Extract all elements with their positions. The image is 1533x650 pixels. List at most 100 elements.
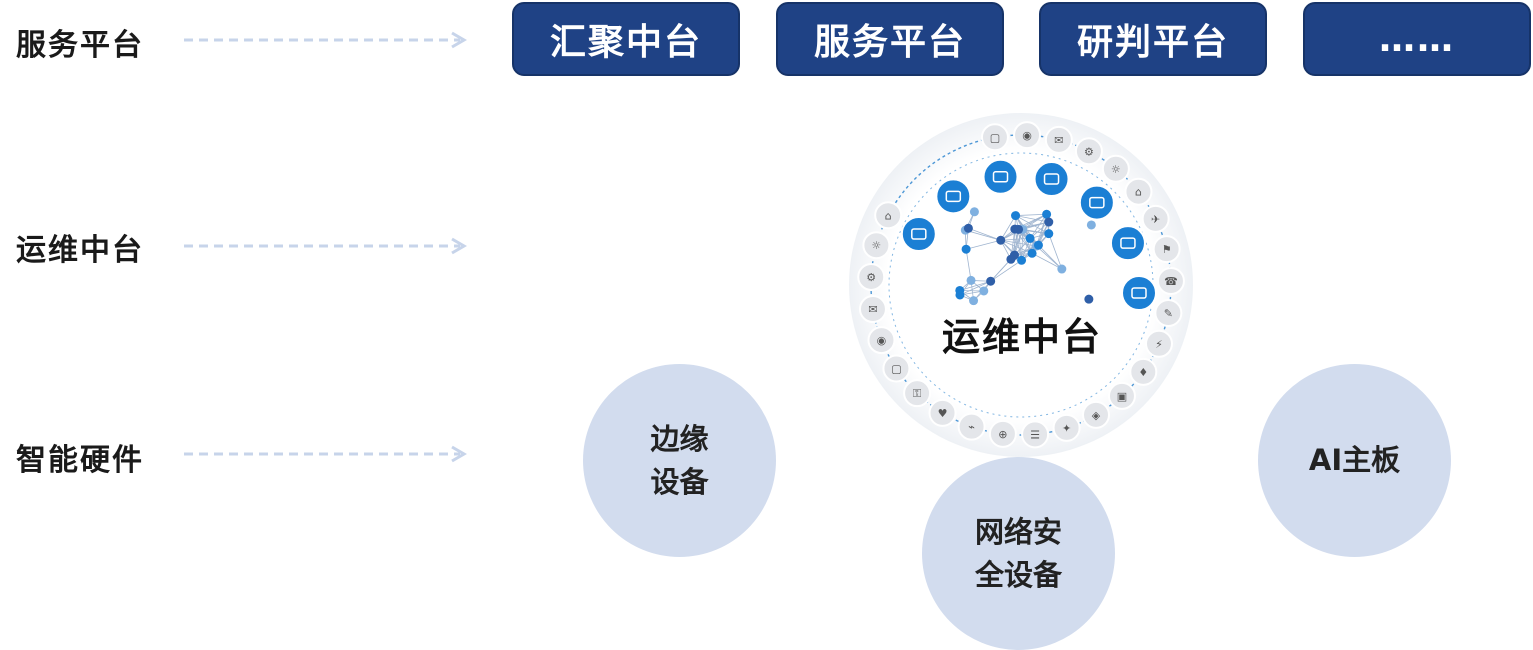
network-node — [1086, 220, 1096, 230]
device-glyph-icon: ✈ — [1151, 213, 1160, 226]
row-arrow-hardware — [184, 445, 467, 463]
hardware-ai-line1: AI主板 — [1308, 443, 1401, 478]
platform-service-button[interactable]: 服务平台 — [776, 2, 1004, 76]
device-node-icon — [1052, 413, 1081, 442]
network-node — [1006, 254, 1016, 264]
device-node-icon — [903, 379, 932, 408]
device-node-icon — [1107, 381, 1136, 410]
network-node — [955, 290, 965, 300]
network-link — [1000, 215, 1016, 241]
row-label-hardware: 智能硬件 — [16, 443, 144, 478]
device-node-blue-icon — [1109, 225, 1146, 262]
device-screen-icon — [945, 190, 962, 203]
device-node-icon — [1074, 137, 1103, 166]
device-screen-icon — [1131, 287, 1147, 299]
ops-hub-graphic: ▢◉✉⚙☼⌂✈⚑☎✎⚡♦▣◈✦☰⊕⌁♥⚿▢◉✉⚙☼⌂ — [849, 113, 1193, 457]
network-node — [986, 276, 996, 286]
hardware-edge-line1: 边缘 — [650, 422, 709, 457]
network-node — [979, 286, 989, 296]
device-glyph-icon: ☼ — [1111, 163, 1121, 176]
device-glyph-icon: ▣ — [1117, 390, 1127, 403]
network-link — [990, 259, 1012, 282]
network-link — [1048, 233, 1063, 270]
device-screen-icon — [1089, 196, 1105, 209]
device-node-icon — [1129, 357, 1158, 386]
device-node-icon — [867, 326, 896, 355]
network-node — [969, 207, 979, 217]
network-node — [1014, 224, 1024, 234]
hardware-edge-device[interactable]: 边缘设备 — [583, 364, 776, 557]
device-glyph-icon: ◈ — [1092, 409, 1101, 422]
device-glyph-icon: ⌂ — [1135, 186, 1142, 199]
network-node — [961, 244, 971, 254]
network-node — [1084, 294, 1094, 304]
device-glyph-icon: ⌂ — [885, 209, 892, 222]
device-node-icon — [1152, 235, 1181, 264]
device-node-blue-icon — [1121, 275, 1157, 311]
device-node-icon — [1044, 125, 1073, 154]
platform-aggregation-button[interactable]: 汇聚中台 — [512, 2, 740, 76]
device-glyph-icon: ⚑ — [1162, 243, 1172, 256]
device-node-icon — [988, 419, 1017, 448]
hardware-netsec-line2: 全设备 — [974, 557, 1062, 592]
network-link — [968, 227, 1001, 241]
device-node-icon — [1013, 121, 1042, 150]
device-glyph-icon: ✉ — [1054, 134, 1063, 147]
device-node-icon — [862, 231, 891, 260]
network-node — [1011, 211, 1021, 221]
hardware-edge-line2: 设备 — [650, 464, 709, 499]
network-link — [1015, 215, 1049, 223]
network-link — [959, 280, 991, 296]
device-glyph-icon: ✉ — [868, 303, 877, 316]
device-glyph-icon: ⚿ — [913, 387, 921, 400]
network-node — [1025, 233, 1035, 243]
row-label-ops: 运维中台 — [16, 233, 144, 268]
device-node-icon — [1156, 266, 1185, 295]
device-screen-icon — [1043, 173, 1060, 185]
hardware-network-security-device[interactable]: 网络安全设备 — [922, 457, 1115, 650]
device-glyph-icon: ⌁ — [968, 421, 975, 434]
hub-device-nodes: ▢◉✉⚙☼⌂✈⚑☎✎⚡♦▣◈✦☰⊕⌁♥⚿▢◉✉⚙☼⌂ — [857, 121, 1185, 449]
device-screen-icon — [992, 171, 1009, 183]
hardware-ai-board[interactable]: AI主板 — [1258, 364, 1451, 557]
network-node — [1044, 217, 1054, 227]
network-node — [963, 223, 973, 233]
platform-more-button[interactable]: …… — [1303, 2, 1531, 76]
device-glyph-icon: ⊕ — [998, 428, 1007, 441]
network-node — [1017, 255, 1027, 265]
network-node — [1044, 229, 1054, 239]
device-node-icon — [1124, 177, 1153, 206]
network-link — [1015, 215, 1049, 235]
device-glyph-icon: ♦ — [1138, 366, 1148, 379]
network-link — [965, 229, 1001, 241]
device-node-blue-icon — [1078, 184, 1115, 221]
network-link — [1000, 237, 1031, 241]
device-screen-icon — [911, 228, 927, 240]
network-link — [1029, 214, 1047, 239]
network-node — [1033, 240, 1043, 250]
device-glyph-icon: ☼ — [871, 239, 881, 252]
device-node-blue-icon — [982, 158, 1019, 195]
device-node-icon — [928, 398, 957, 427]
device-node-icon — [1154, 299, 1183, 328]
device-glyph-icon: ◉ — [1022, 129, 1032, 142]
network-link — [965, 249, 972, 281]
device-node-blue-icon — [935, 178, 972, 215]
hardware-netsec-line1: 网络安 — [974, 515, 1062, 550]
device-glyph-icon: ⚡ — [1155, 338, 1163, 351]
network-link — [966, 239, 1001, 250]
device-node-icon — [874, 201, 903, 230]
hub-network-cloud — [955, 207, 1096, 306]
device-node-icon — [857, 262, 886, 291]
device-node-icon — [1101, 154, 1130, 183]
device-glyph-icon: ▢ — [990, 131, 1000, 144]
device-node-icon — [882, 354, 911, 383]
row-arrow-ops — [184, 237, 467, 255]
network-link — [990, 259, 1022, 282]
platform-judgement-button[interactable]: 研判平台 — [1039, 2, 1267, 76]
device-node-blue-icon — [1033, 161, 1070, 198]
network-link — [1038, 244, 1063, 270]
row-arrow-service — [184, 31, 467, 49]
network-node — [1057, 264, 1067, 274]
device-glyph-icon: ✎ — [1164, 307, 1173, 320]
